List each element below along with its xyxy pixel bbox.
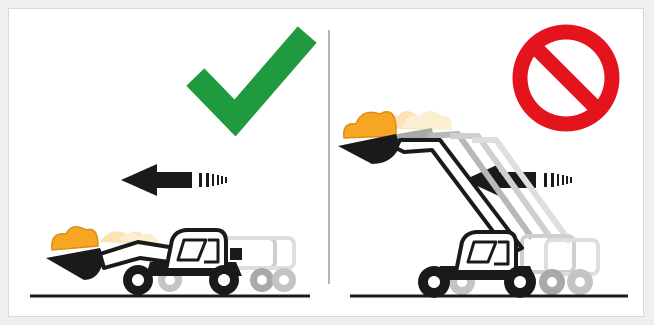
bucket-load bbox=[52, 227, 98, 250]
direction-arrow-left bbox=[121, 164, 227, 196]
prohibition-icon bbox=[520, 32, 612, 124]
panel-correct bbox=[30, 44, 310, 296]
bucket bbox=[46, 248, 104, 280]
panel-incorrect bbox=[338, 32, 628, 298]
check-mark-icon bbox=[204, 44, 299, 118]
bucket-load bbox=[344, 112, 396, 138]
